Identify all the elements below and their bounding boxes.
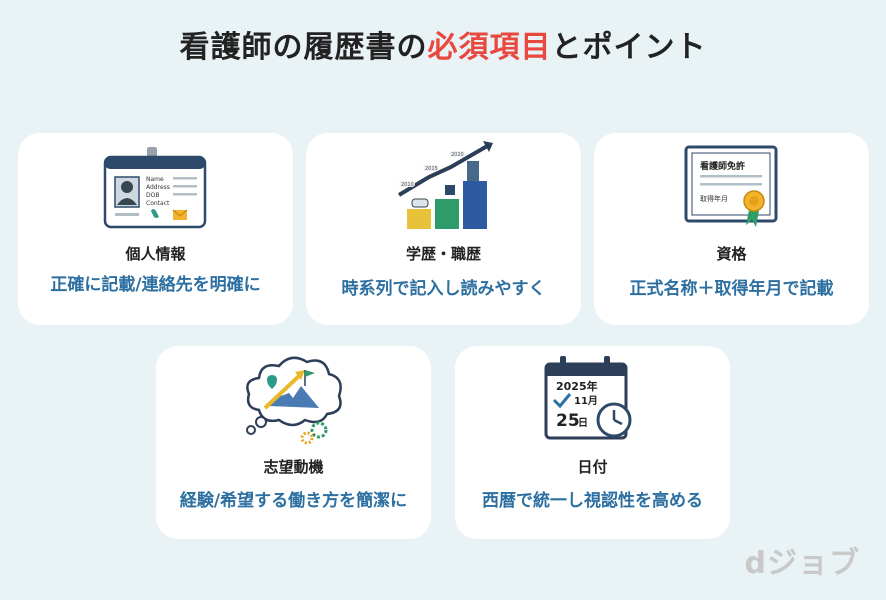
card-label: 日付: [577, 458, 608, 476]
card-personal-info: Name Address DOB Contact 個人情報 正確に記載/連絡先を…: [18, 133, 293, 325]
year-tag: 2015: [425, 166, 438, 172]
card-description: 経験/希望する働き方を簡潔に: [179, 491, 408, 511]
card-qualifications: 看護師免許 取得年月 資格 正式名称＋取得年月で記載: [594, 133, 869, 325]
career-growth-icon: 2010 2015 2020: [389, 139, 499, 237]
card-motivation: 志望動機 経験/希望する働き方を簡潔に: [156, 346, 431, 539]
calendar-day-unit: 日: [578, 417, 588, 429]
card-description: 西暦で統一し視認性を高める: [482, 491, 703, 511]
card-description: 正式名称＋取得年月で記載: [629, 279, 834, 299]
card-label: 資格: [716, 245, 747, 263]
calendar-year: 2025年: [556, 379, 598, 393]
year-tag: 2020: [451, 152, 464, 158]
calendar-month: 11月: [574, 395, 598, 407]
id-card-name: Name: [146, 176, 164, 183]
card-date: 2025年 11月 25 日 日付 西暦で統一し視認性を高める: [455, 346, 730, 539]
id-card-address: Address: [146, 184, 170, 191]
year-tag: 2010: [401, 182, 414, 188]
id-card-dob: DOB: [146, 192, 159, 199]
aspiration-cloud-icon: [239, 350, 349, 450]
id-card-contact: Contact: [146, 200, 170, 207]
calendar-day: 25: [556, 411, 580, 431]
license-certificate-icon: 看護師免許 取得年月: [682, 143, 782, 237]
card-description: 正確に記載/連絡先を明確に: [50, 275, 261, 295]
brand-logo: dジョブ: [744, 546, 860, 581]
page-title: 看護師の履歴書の必須項目とポイント: [0, 22, 886, 66]
license-date: 取得年月: [700, 194, 728, 203]
title-suffix: とポイント: [551, 30, 707, 65]
id-card-icon: Name Address DOB Contact: [101, 147, 211, 235]
calendar-icon: 2025年 11月 25 日: [538, 354, 648, 452]
card-label: 個人情報: [125, 245, 186, 263]
card-label: 志望動機: [263, 458, 324, 476]
card-education-career: 2010 2015 2020 学歴・職歴 時系列で記入し読みやすく: [306, 133, 581, 325]
license-title: 看護師免許: [700, 160, 745, 172]
card-label: 学歴・職歴: [405, 245, 481, 263]
card-description: 時系列で記入し読みやすく: [341, 279, 546, 299]
title-highlight: 必須項目: [427, 30, 552, 65]
title-prefix: 看護師の履歴書の: [179, 30, 428, 65]
